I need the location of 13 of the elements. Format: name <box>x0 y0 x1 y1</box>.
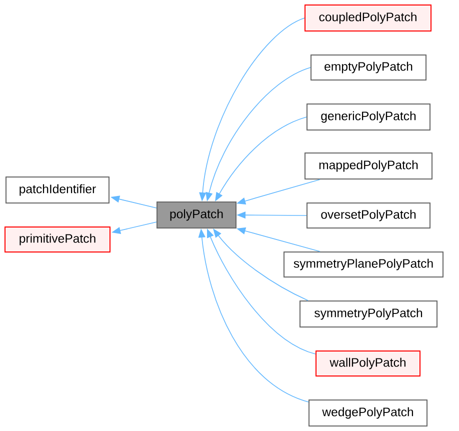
class-box: symmetryPlanePolyPatch <box>284 252 444 278</box>
class-box: genericPolyPatch <box>306 104 430 130</box>
class-box: primitivePatch <box>4 226 110 252</box>
class-box: oversetPolyPatch <box>306 202 430 228</box>
class-box: wallPolyPatch <box>316 350 420 376</box>
inheritance-arrow <box>213 228 308 301</box>
class-box: coupledPolyPatch <box>304 4 432 32</box>
class-box: polyPatch <box>156 202 236 228</box>
class-box: symmetryPolyPatch <box>300 300 438 328</box>
class-box: patchIdentifier <box>6 176 110 204</box>
class-box: mappedPolyPatch <box>304 152 432 180</box>
class-box: wedgePolyPatch <box>308 400 428 426</box>
class-box: emptyPolyPatch <box>310 54 426 80</box>
